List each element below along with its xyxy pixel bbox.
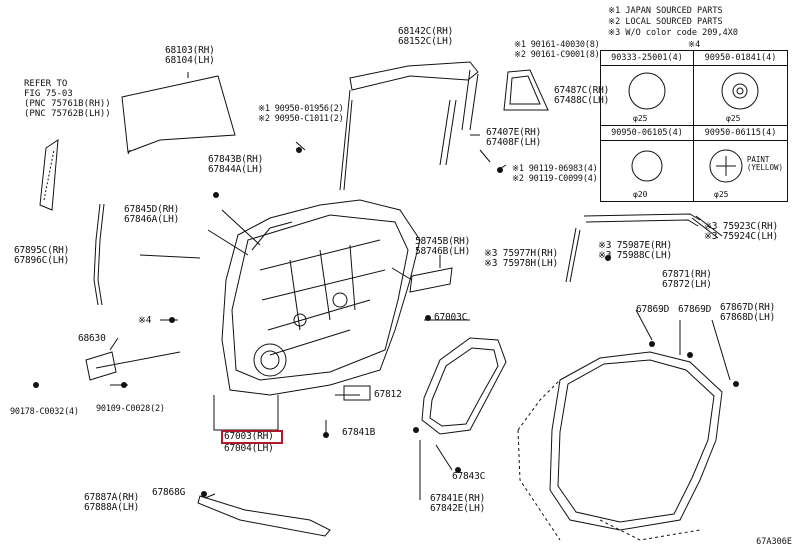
label-90950-01956[interactable]: ※1 90950-01956(2) ※2 90950-C1011(2): [258, 104, 344, 124]
window-glass: [121, 75, 236, 153]
fastener-diameter: φ25: [714, 190, 729, 199]
label-68103[interactable]: 68103(RH) 68104(LH): [165, 45, 215, 66]
hinge: [85, 351, 117, 381]
label-90119[interactable]: ※1 90119-06983(4) ※2 90119-C0099(4): [512, 164, 598, 184]
quarter-window: [503, 69, 549, 111]
label-58745b[interactable]: 58745B(RH) 58746B(LH): [415, 236, 471, 257]
fastener-part-number: 90950-06105(4): [601, 128, 693, 141]
label-67871[interactable]: 67871(RH) 67872(LH): [662, 269, 712, 290]
figure-code: 67A306E: [756, 537, 792, 547]
label-67407e[interactable]: 67407E(RH) 67408F(LH): [486, 127, 542, 148]
legend-note-2: ※2 LOCAL SOURCED PARTS: [608, 17, 723, 27]
clip: [201, 491, 207, 497]
pad: [409, 267, 453, 293]
label-67845d[interactable]: 67845D(RH) 67846A(LH): [124, 204, 180, 225]
label-68630[interactable]: 68630: [78, 333, 106, 344]
fastener-part-number: 90333-25001(4): [601, 53, 693, 66]
label-67887a[interactable]: 67887A(RH) 67888A(LH): [84, 492, 140, 513]
plug-icon: [721, 72, 759, 110]
label-75987e[interactable]: ※3 75987E(RH) ※3 75988C(LH): [598, 240, 672, 261]
clip: [687, 352, 693, 358]
fastener-diameter: φ20: [633, 190, 648, 199]
weatherstrip: [549, 351, 723, 531]
fastener-note: PAINT (YELLOW): [746, 155, 783, 172]
clip: [121, 382, 127, 388]
label-67869d-a[interactable]: 67869D: [636, 304, 670, 315]
clip: [605, 255, 611, 261]
label-90161[interactable]: ※1 90161-40030(8) ※2 90161-C9001(8): [514, 40, 600, 60]
fastener-part-number: 90950-01841(4): [694, 53, 787, 66]
label-67487c[interactable]: 67487C(RH) 67488C(LH): [554, 85, 610, 106]
service-hole-cover: [421, 337, 507, 435]
label-67867d[interactable]: 67867D(RH) 67868D(LH): [720, 302, 776, 323]
fastener-diameter: φ25: [726, 114, 741, 123]
plug-icon: [709, 149, 743, 183]
legend-note-3: ※3 W/O color code 209,4X0: [608, 28, 738, 38]
clip: [455, 467, 461, 473]
label-67003[interactable]: 67003(RH): [224, 431, 274, 442]
label-refer-to: REFER TO FIG 75-03 (PNC 75761B(RH)) (PNC…: [24, 79, 111, 119]
label-67843b[interactable]: 67843B(RH) 67844A(LH): [208, 154, 264, 175]
label-75977h[interactable]: ※3 75977H(RH) ※3 75978H(LH): [484, 248, 558, 269]
label-75923c[interactable]: ※3 75923C(RH) ※3 75924C(LH): [704, 221, 778, 242]
clip: [649, 341, 655, 347]
clip: [323, 432, 329, 438]
fastener-cell: 90950-01841(4) φ25: [694, 51, 787, 126]
label-67004[interactable]: 67004(LH): [224, 443, 274, 454]
legend-note-1: ※1 JAPAN SOURCED PARTS: [608, 6, 723, 16]
fastener-cell: 90950-06115(4) PAINT (YELLOW) φ25: [694, 126, 787, 201]
legend-table-header: ※4: [688, 40, 701, 50]
fastener-diameter: φ25: [633, 114, 648, 123]
clip: [497, 167, 503, 173]
plug-icon: [631, 150, 663, 182]
door-panel: [221, 199, 421, 396]
label-note-4: ※4: [138, 315, 152, 326]
fastener-cell: 90950-06105(4) φ20: [601, 126, 694, 201]
fastener-cell: 90333-25001(4) φ25: [601, 51, 694, 126]
fastener-part-number: 90950-06115(4): [694, 128, 787, 141]
vertical-trim: [93, 203, 101, 306]
belt-molding: [197, 495, 331, 537]
clip: [33, 382, 39, 388]
label-90109[interactable]: 90109-C0028(2): [96, 404, 165, 414]
label-67869d-b[interactable]: 67869D: [678, 304, 712, 315]
label-67841b[interactable]: 67841B: [342, 427, 376, 438]
run-channel: [349, 61, 479, 91]
label-67812[interactable]: 67812: [374, 389, 402, 400]
label-67868g[interactable]: 67868G: [152, 487, 186, 498]
clip: [425, 315, 431, 321]
clip: [733, 381, 739, 387]
label-67895c[interactable]: 67895C(RH) 67896C(LH): [14, 245, 70, 266]
fastener-table: 90333-25001(4) φ25 90950-01841(4) φ25 90…: [600, 50, 788, 202]
clip: [213, 192, 219, 198]
label-67841e[interactable]: 67841E(RH) 67842E(LH): [430, 493, 486, 514]
label-67003c[interactable]: 67003C: [434, 312, 468, 323]
clip: [296, 147, 302, 153]
clip: [413, 427, 419, 433]
corner-trim: [39, 139, 59, 211]
label-68142c[interactable]: 68142C(RH) 68152C(LH): [398, 26, 454, 47]
label-90178[interactable]: 90178-C0032(4): [10, 407, 79, 417]
clip: [169, 317, 175, 323]
plug-icon: [628, 72, 666, 110]
highlight-box: [221, 430, 283, 444]
label-67843c[interactable]: 67843C: [452, 471, 486, 482]
